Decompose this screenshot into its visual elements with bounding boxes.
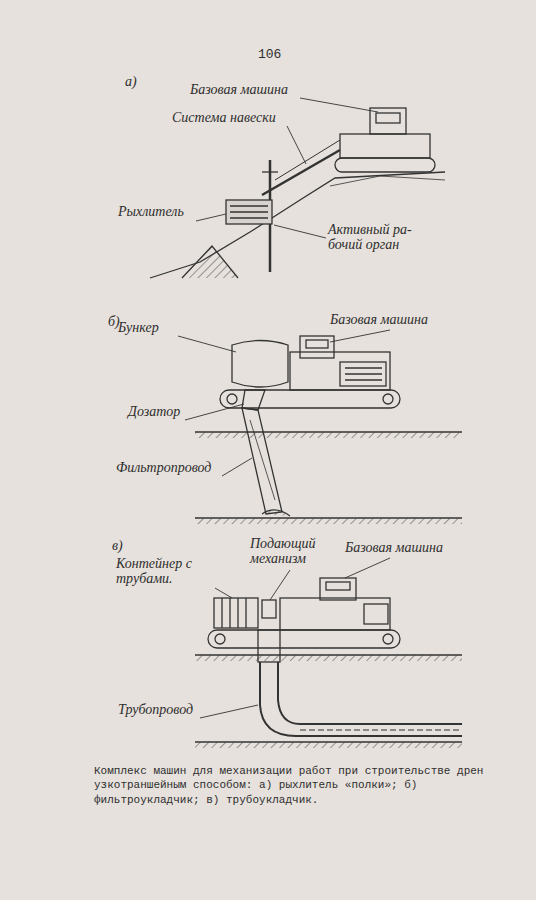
part-label: Активный ра- бочий орган: [328, 222, 424, 253]
panel-letter: б): [108, 314, 120, 329]
part-label: Подающий механизм: [250, 536, 330, 567]
part-label: Система навески: [172, 110, 276, 125]
part-label: Базовая машина: [345, 540, 443, 555]
panel-letter: в): [112, 538, 123, 553]
part-label: Базовая машина: [330, 312, 428, 327]
part-label: Трубопровод: [118, 702, 193, 717]
part-label: Контейнер с трубами.: [116, 556, 196, 587]
part-label: Базовая машина: [190, 82, 288, 97]
part-label: Дозатор: [128, 404, 180, 419]
figure-caption: Комплекс машин для механизации работ при…: [94, 764, 494, 807]
page-number: 106: [258, 48, 281, 62]
part-label: Рыхлитель: [118, 204, 184, 219]
part-label: Бункер: [118, 320, 159, 335]
panel-letter: а): [125, 74, 137, 89]
part-label: Фильтропровод: [116, 460, 211, 475]
